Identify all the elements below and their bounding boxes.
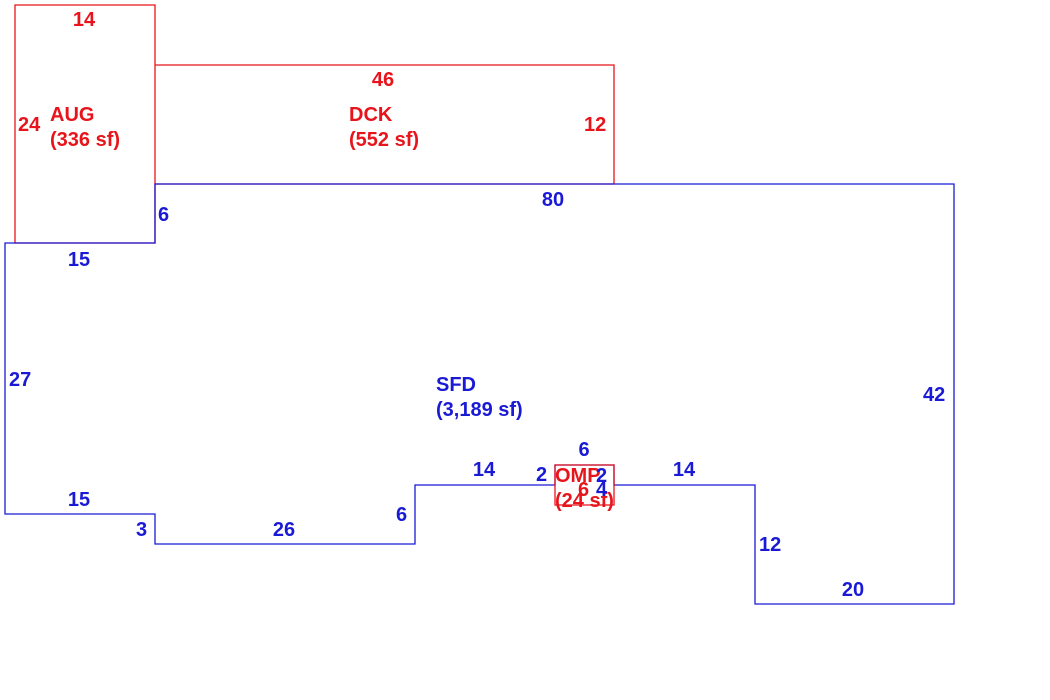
dim-aug-left: 24 [18,114,41,136]
sfd-outline [4,183,955,605]
dim-sfd-left: 27 [9,369,31,391]
dck-name-label: DCK [349,104,393,126]
dim-sfd-20: 20 [842,579,864,601]
dim-sfd-2: 2 [536,464,547,486]
dim-sfd-15-upper: 15 [68,249,90,271]
dim-sfd-14-left: 14 [473,459,496,481]
dim-sfd-14-right: 14 [673,459,696,481]
dim-dck-right: 12 [584,114,606,136]
dck-outline [155,64,615,184]
dim-sfd-right: 42 [923,384,945,406]
dim-sfd-step-6: 6 [158,204,169,226]
sfd-area-label: (3,189 sf) [436,399,523,421]
dim-dck-top: 46 [372,69,394,91]
dim-sfd-26: 26 [273,519,295,541]
dim-sfd-12: 12 [759,534,781,556]
dim-sfd-6-lower: 6 [396,504,407,526]
dim-aug-top: 14 [73,9,96,31]
dim-opp-right-4: 4 [596,479,608,501]
aug-name-label: AUG [50,104,94,126]
dim-sfd-top: 80 [542,189,564,211]
dim-opp-right-2: 2 [596,465,607,487]
dim-sfd-15-lower: 15 [68,489,90,511]
aug-area-label: (336 sf) [50,129,120,151]
opp-name-label: OMP [555,465,601,487]
opp-area-label: (24 sf) [555,490,614,512]
dim-opp-top: 6 [578,439,589,461]
dck-area-label: (552 sf) [349,129,419,151]
dim-sfd-3: 3 [136,519,147,541]
dim-opp-bottom: 6 [578,479,589,501]
sfd-name-label: SFD [436,374,476,396]
opp-outline [554,464,615,506]
